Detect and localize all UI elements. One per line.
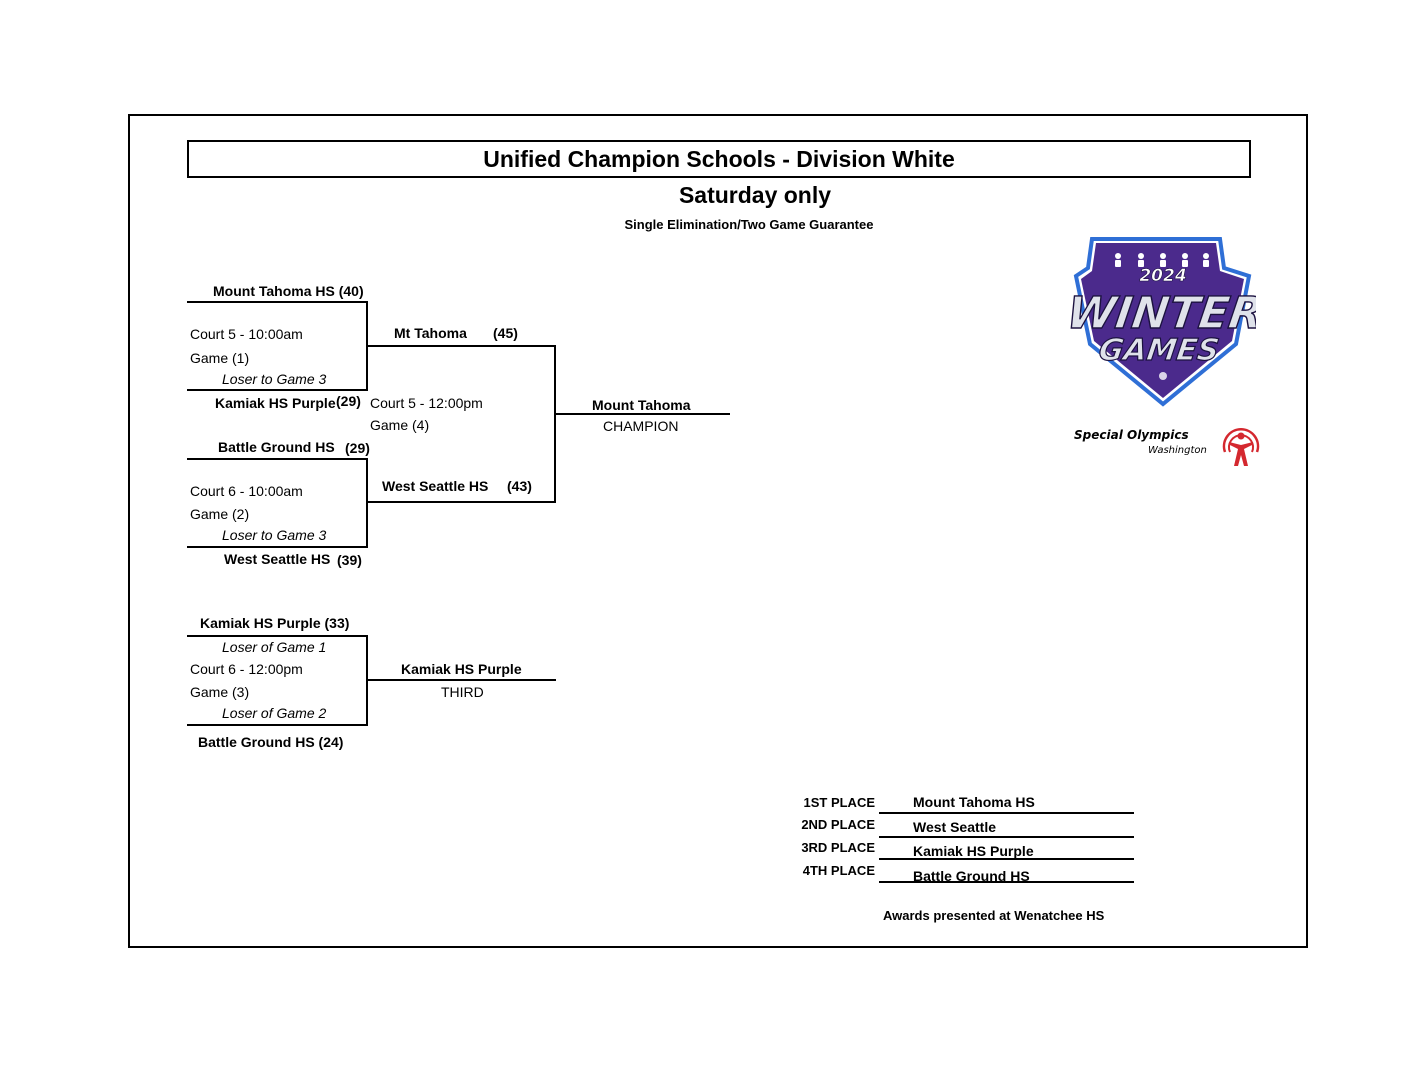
special-olympics-name: Special Olympics — [1074, 428, 1189, 442]
place-1-team: Mount Tahoma HS — [913, 794, 1035, 810]
game4-top-line — [366, 345, 556, 347]
page-frame — [128, 114, 1308, 948]
game1-loser-note: Loser to Game 3 — [222, 371, 327, 387]
third-place-team: Kamiak HS Purple — [401, 661, 522, 677]
game2-connector — [366, 458, 368, 548]
page-subtitle: Saturday only — [678, 182, 832, 208]
game4-number: Game (4) — [370, 417, 430, 433]
place-4-label: 4TH PLACE — [802, 863, 875, 878]
game2-top-line — [187, 458, 368, 460]
game3-top-note: Loser of Game 1 — [222, 639, 327, 655]
game1-court: Court 5 - 10:00am — [190, 326, 303, 342]
champion-line — [554, 413, 730, 415]
page-title: Unified Champion Schools - Division Whit… — [483, 145, 955, 172]
place-2-team: West Seattle — [913, 819, 996, 835]
logo-line2: GAMES — [1097, 333, 1222, 368]
game3-bottom-line — [187, 724, 368, 726]
game4-court: Court 5 - 12:00pm — [370, 395, 483, 411]
game2-bottom-score: (39) — [337, 552, 362, 568]
game4-top-team: Mt Tahoma — [394, 325, 467, 341]
game1-bottom-team: Kamiak HS Purple — [215, 395, 336, 411]
game1-number: Game (1) — [190, 350, 250, 366]
game2-top-score: (29) — [345, 440, 370, 456]
awards-note: Awards presented at Wenatchee HS — [883, 908, 1105, 923]
game4-bottom-line — [366, 501, 556, 503]
place-2-label: 2ND PLACE — [801, 817, 875, 832]
champion-team: Mount Tahoma — [592, 397, 691, 413]
game3-top-line — [187, 635, 368, 637]
logo-line1: WINTER — [1066, 288, 1256, 339]
place-1-line — [879, 812, 1134, 814]
special-olympics-region: Washington — [1148, 445, 1207, 456]
game4-bottom-team: West Seattle HS — [382, 478, 489, 494]
place-2-line — [879, 836, 1134, 838]
place-1-label: 1ST PLACE — [803, 795, 875, 810]
champion-label: CHAMPION — [603, 418, 679, 434]
game1-top-team: Mount Tahoma HS (40) — [213, 283, 364, 299]
game4-connector — [554, 345, 556, 503]
game3-top-team: Kamiak HS Purple (33) — [200, 615, 350, 631]
winter-games-badge-icon: 2024 WINTER GAMES — [1063, 237, 1267, 407]
third-place-line — [366, 679, 556, 681]
game4-top-score: (45) — [493, 325, 518, 341]
game2-number: Game (2) — [190, 506, 250, 522]
game1-bottom-line — [187, 389, 368, 391]
game1-top-line — [187, 301, 368, 303]
format-note: Single Elimination/Two Game Guarantee — [624, 217, 874, 232]
game4-bottom-score: (43) — [507, 478, 532, 494]
place-4-team: Battle Ground HS — [913, 868, 1030, 884]
game2-court: Court 6 - 10:00am — [190, 483, 303, 499]
place-3-label: 3RD PLACE — [801, 840, 875, 855]
special-olympics-emblem-icon — [1217, 422, 1265, 470]
game3-bottom-team: Battle Ground HS (24) — [198, 734, 344, 750]
game2-top-team: Battle Ground HS — [218, 439, 335, 455]
game2-bottom-team: West Seattle HS — [224, 551, 331, 567]
game1-bottom-score: (29) — [336, 393, 361, 409]
winter-games-logo: 2024 WINTER GAMES — [1063, 236, 1267, 412]
game2-bottom-line — [187, 546, 368, 548]
place-3-team: Kamiak HS Purple — [913, 843, 1034, 859]
third-place-label: THIRD — [441, 684, 484, 700]
place-3-line — [879, 858, 1134, 860]
place-4-line — [879, 881, 1134, 883]
game3-bottom-note: Loser of Game 2 — [222, 705, 327, 721]
game3-number: Game (3) — [190, 684, 250, 700]
logo-year: 2024 — [1139, 266, 1186, 286]
game2-loser-note: Loser to Game 3 — [222, 527, 327, 543]
game3-court: Court 6 - 12:00pm — [190, 661, 303, 677]
title-box: Unified Champion Schools - Division Whit… — [187, 140, 1251, 178]
